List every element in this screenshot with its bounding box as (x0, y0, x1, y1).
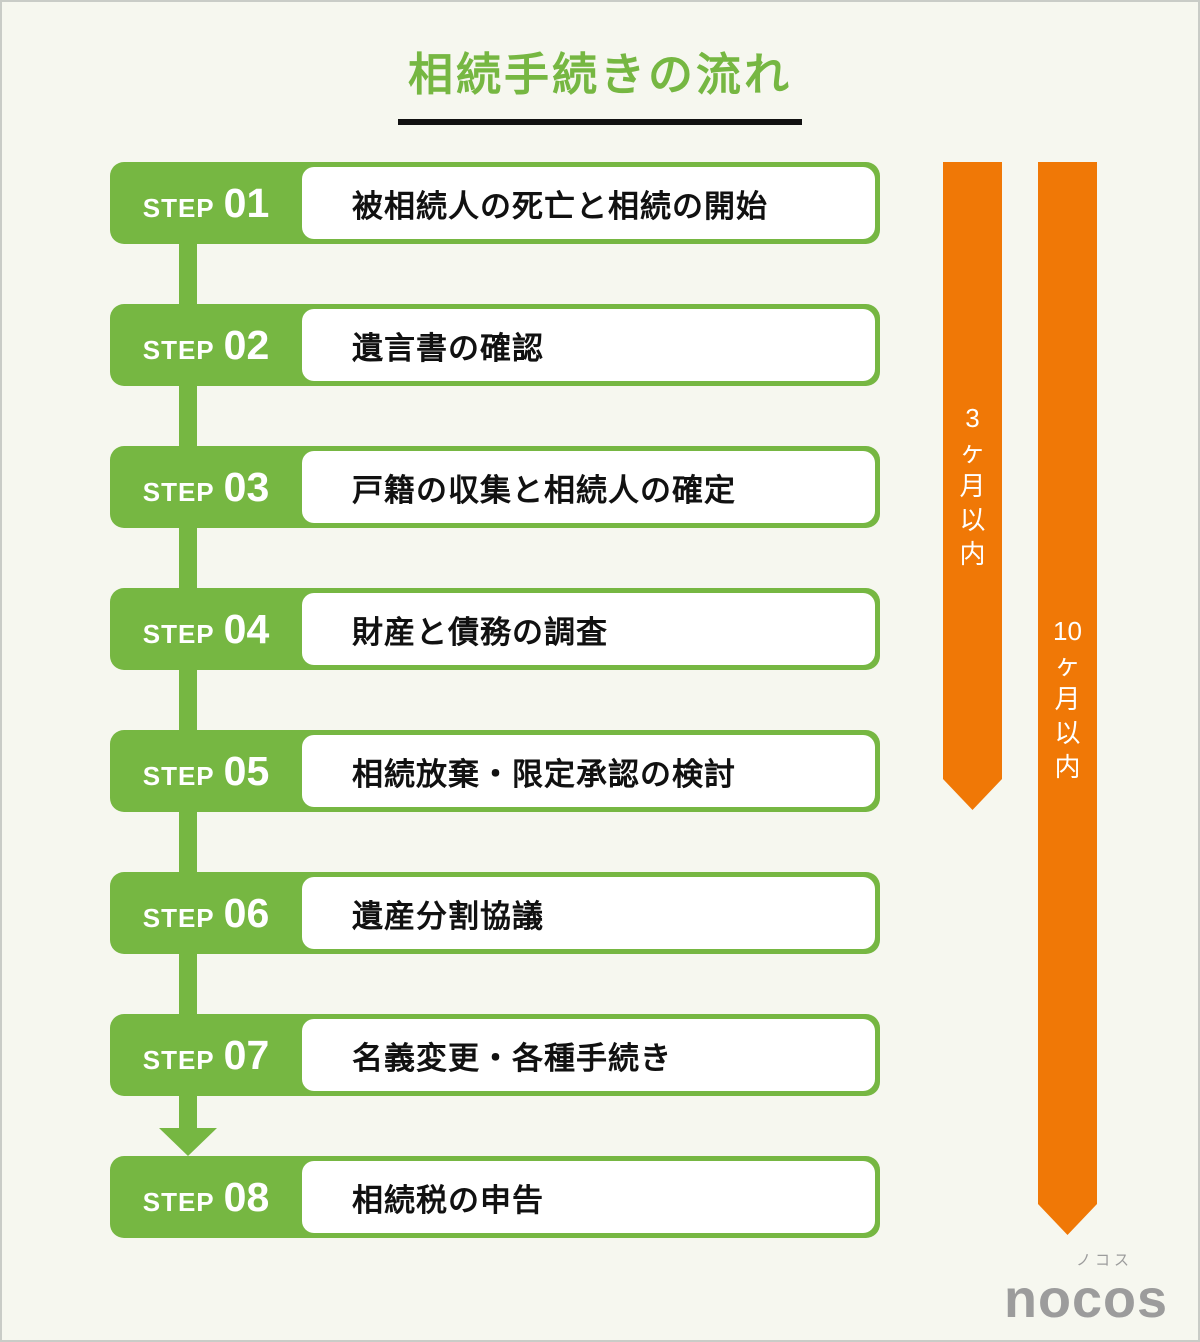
flow-connector (179, 1096, 197, 1130)
step-row-08: STEP 08 相続税の申告 (110, 1156, 880, 1238)
step-label-07: STEP 07 (110, 1014, 302, 1096)
step-title: 財産と債務の調査 (352, 614, 608, 650)
step-label-02: STEP 02 (110, 304, 302, 386)
title-wrap: 相続手続きの流れ (2, 38, 1198, 125)
step-title: 遺産分割協議 (352, 898, 544, 934)
step-word: STEP (142, 1044, 215, 1075)
step-word: STEP (142, 902, 215, 933)
step-number: 01 (223, 179, 270, 226)
step-word: STEP (142, 334, 215, 365)
logo-kana: ノコス (1075, 1252, 1133, 1269)
step-row-03: STEP 03 戸籍の収集と相続人の確定 (110, 446, 880, 528)
step-title: 名義変更・各種手続き (352, 1040, 672, 1076)
step-number: 07 (223, 1031, 270, 1078)
flow-connector (179, 244, 197, 304)
step-title: 相続税の申告 (352, 1182, 544, 1218)
step-title: 相続放棄・限定承認の検討 (352, 756, 736, 792)
step-row-06: STEP 06 遺産分割協議 (110, 872, 880, 954)
step-label-01: STEP 01 (110, 162, 302, 244)
step-title-box-03: 戸籍の収集と相続人の確定 (302, 451, 875, 523)
step-number: 06 (223, 889, 270, 936)
flow-connector (179, 528, 197, 588)
flow-connector (179, 954, 197, 1014)
nocos-logo: ノコス nocos (1004, 1249, 1168, 1326)
step-title-box-07: 名義変更・各種手続き (302, 1019, 875, 1091)
step-title-box-04: 財産と債務の調査 (302, 593, 875, 665)
step-word: STEP (142, 192, 215, 223)
step-label-05: STEP 05 (110, 730, 302, 812)
step-title-box-08: 相続税の申告 (302, 1161, 875, 1233)
step-title-box-06: 遺産分割協議 (302, 877, 875, 949)
step-number: 05 (223, 747, 270, 794)
step-row-02: STEP 02 遺言書の確認 (110, 304, 880, 386)
step-row-04: STEP 04 財産と債務の調査 (110, 588, 880, 670)
step-number: 03 (223, 463, 270, 510)
step-label-06: STEP 06 (110, 872, 302, 954)
step-label-08: STEP 08 (110, 1156, 302, 1238)
step-title: 被相続人の死亡と相続の開始 (352, 188, 768, 224)
step-word: STEP (142, 1186, 215, 1217)
step-title: 戸籍の収集と相続人の確定 (352, 472, 736, 508)
step-title-box-05: 相続放棄・限定承認の検討 (302, 735, 875, 807)
flow-connector (179, 386, 197, 446)
step-row-01: STEP 01 被相続人の死亡と相続の開始 (110, 162, 880, 244)
flow-connector (179, 670, 197, 730)
step-row-07: STEP 07 名義変更・各種手続き (110, 1014, 880, 1096)
step-number: 02 (223, 321, 270, 368)
step-word: STEP (142, 476, 215, 507)
step-row-05: STEP 05 相続放棄・限定承認の検討 (110, 730, 880, 812)
step-title-box-02: 遺言書の確認 (302, 309, 875, 381)
step-word: STEP (142, 760, 215, 791)
step-number: 04 (223, 605, 270, 652)
logo-wordmark: nocos (1003, 1269, 1168, 1329)
step-number: 08 (223, 1173, 270, 1220)
step-title: 遺言書の確認 (352, 330, 544, 366)
flow-arrowhead-icon (159, 1128, 217, 1156)
flow-connector (179, 812, 197, 872)
page-title: 相続手続きの流れ (397, 38, 802, 125)
step-title-box-01: 被相続人の死亡と相続の開始 (302, 167, 875, 239)
step-word: STEP (142, 618, 215, 649)
step-label-03: STEP 03 (110, 446, 302, 528)
step-label-04: STEP 04 (110, 588, 302, 670)
